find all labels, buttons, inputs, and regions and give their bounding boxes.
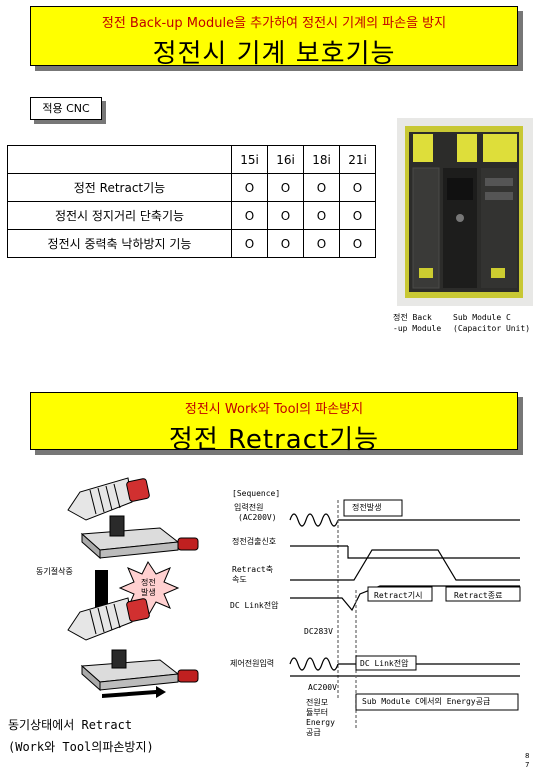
- table-cell: O: [303, 201, 340, 230]
- caption-line: 정전 Back: [393, 313, 432, 322]
- sync-cutting-label: 동기절삭중: [36, 567, 73, 576]
- damage-prevention-note: (Work와 Tool의파손방지): [8, 740, 154, 754]
- dclink-short-label: DC Link전압: [360, 659, 409, 668]
- applicable-cnc-tag: 적용 CNC: [30, 97, 102, 120]
- submodule-energy-box: [355, 693, 519, 711]
- table-cell: O: [267, 201, 304, 230]
- table-cell: O: [267, 229, 304, 258]
- control-power-label: 제어전원입력: [230, 659, 275, 668]
- table-row: 정전 Retract기능 O O O O: [7, 173, 376, 202]
- table-header-cell: 15i: [231, 145, 268, 174]
- label-line: Energy: [306, 718, 335, 727]
- input-power-label: 입력전원 (AC200V): [234, 503, 277, 523]
- caption-line: (Capacitor Unit): [453, 324, 531, 333]
- retract-end-box: [445, 586, 521, 602]
- workpiece-table-lower: [80, 649, 199, 698]
- sync-retract-note: 동기상태에서 Retract: [8, 718, 133, 732]
- table-cell: O: [339, 201, 376, 230]
- ac200-label: AC200V: [308, 683, 337, 692]
- label-line: (AC200V): [238, 513, 277, 522]
- row-label: 정전시 정지거리 단축기능: [7, 201, 232, 230]
- spindle-tool-upper: [67, 477, 150, 521]
- title-banner-bottom: 정전시 Work와 Tool의 파손방지 정전 Retract기능: [30, 392, 518, 455]
- detect-signal-label: 정전검출신호: [232, 537, 277, 546]
- title-banner-top: 정전 Back-up Module을 추가하여 정전시 기계의 파손을 방지 정…: [30, 6, 518, 69]
- backup-module-image: [397, 118, 533, 306]
- table-header-row: 15i 16i 18i 21i: [7, 145, 376, 174]
- retract-start-box: [367, 586, 433, 602]
- outage-label: 정전발생: [352, 503, 382, 512]
- photo-caption-left: 정전 Back -up Module: [393, 312, 441, 334]
- caption-line: -up Module: [393, 324, 442, 333]
- banner-subtitle: 정전 Back-up Module을 추가하여 정전시 기계의 파손을 방지: [101, 16, 447, 31]
- hardware-photo: [397, 118, 533, 306]
- label-line: 발생: [141, 588, 156, 597]
- sequence-label: [Sequence]: [232, 489, 281, 498]
- page-number-digit: 8: [525, 752, 530, 760]
- label-line: 듈부터: [306, 708, 329, 717]
- table-cell: O: [303, 173, 340, 202]
- label-line: 정전: [141, 578, 156, 587]
- table-cell: O: [267, 173, 304, 202]
- table-cell: O: [231, 173, 268, 202]
- row-label: 정전 Retract기능: [7, 173, 232, 202]
- table-cell: O: [231, 201, 268, 230]
- label-line: 전원모: [306, 698, 329, 707]
- caption-line: Sub Module C: [453, 313, 511, 322]
- banner-title: 정전 Retract기능: [168, 425, 380, 455]
- dclink-voltage-label: DC Link전압: [230, 601, 279, 610]
- photo-caption-right: Sub Module C (Capacitor Unit): [453, 312, 530, 334]
- label-line: 입력전원: [234, 503, 264, 512]
- table-cell: O: [303, 229, 340, 258]
- table-header-cell: [7, 145, 232, 174]
- power-supply-label: 전원모 듈부터 Energy 공급: [306, 698, 335, 738]
- banner-title: 정전시 기계 보호기능: [152, 39, 396, 69]
- dclink-box: [355, 655, 417, 671]
- table-cell: O: [339, 229, 376, 258]
- workpiece-table-upper: [80, 515, 199, 560]
- cnc-support-table: 15i 16i 18i 21i 정전 Retract기능 O O O O 정전시…: [7, 145, 376, 258]
- label-line: Retract축: [232, 565, 274, 574]
- page-number-digit: 7: [525, 761, 530, 769]
- page-number: 8 7: [525, 752, 529, 770]
- retract-sequence-diagram: [67, 477, 521, 730]
- table-row: 정전시 중력축 낙하방지 기능 O O O O: [7, 229, 376, 258]
- dc283-label: DC283V: [304, 627, 333, 636]
- spindle-tool-lower: [67, 597, 150, 641]
- retract-end-label: Retract종료: [454, 591, 503, 600]
- label-line: 공급: [306, 728, 321, 737]
- outage-box: [343, 499, 403, 517]
- outage-burst-label: 정전 발생: [141, 578, 156, 598]
- table-header-cell: 21i: [339, 145, 376, 174]
- banner-subtitle: 정전시 Work와 Tool의 파손방지: [184, 402, 364, 417]
- retract-start-label: Retract기시: [374, 591, 423, 600]
- table-row: 정전시 정지거리 단축기능 O O O O: [7, 201, 376, 230]
- table-cell: O: [231, 229, 268, 258]
- table-header-cell: 18i: [303, 145, 340, 174]
- retract-speed-label: Retract축 속도: [232, 565, 273, 585]
- row-label: 정전시 중력축 낙하방지 기능: [7, 229, 232, 258]
- table-header-cell: 16i: [267, 145, 304, 174]
- label-line: 속도: [232, 575, 247, 584]
- table-cell: O: [339, 173, 376, 202]
- submodule-energy-label: Sub Module C에서의 Energy공급: [362, 697, 491, 706]
